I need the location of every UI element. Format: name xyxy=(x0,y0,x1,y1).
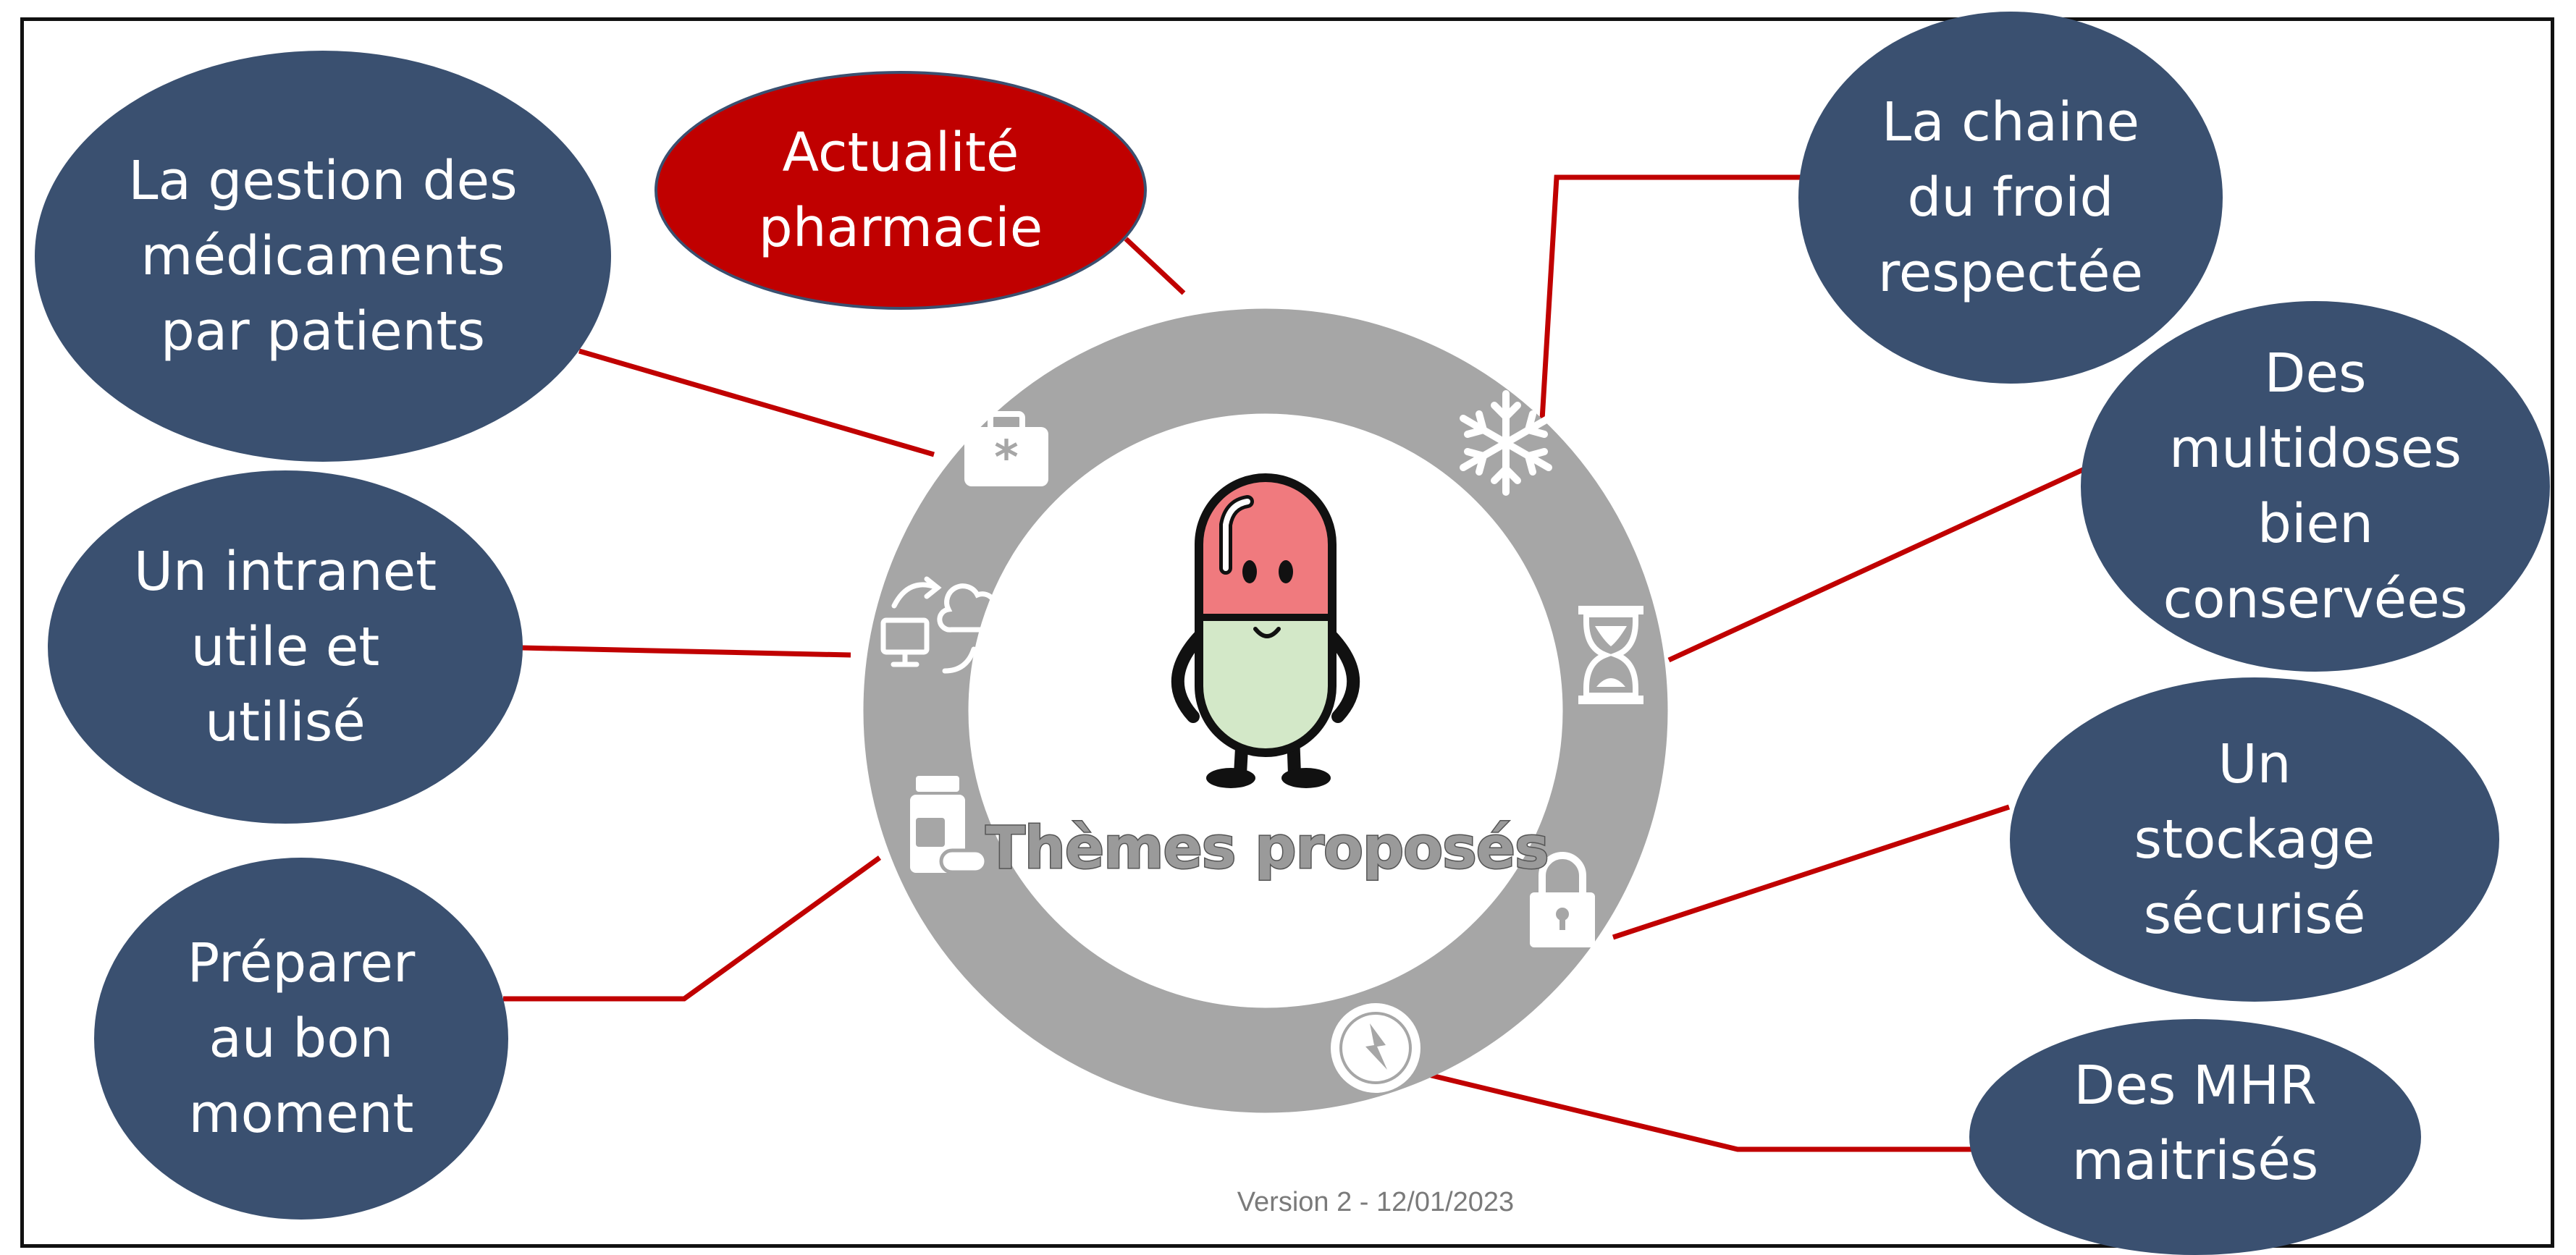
theme-label-line: au bon xyxy=(209,1007,394,1070)
theme-label-line: maitrisés xyxy=(2071,1130,2319,1192)
diagram-canvas: * xyxy=(503,174,2094,1152)
theme-label-line: Actualité xyxy=(782,122,1019,184)
theme-label-line: bien xyxy=(2257,493,2373,555)
theme-label-line: respectée xyxy=(1877,242,2144,304)
theme-label-line: stockage xyxy=(2134,808,2375,871)
theme-label-line: par patients xyxy=(160,300,486,363)
theme-label-line: pharmacie xyxy=(758,197,1043,259)
connector-gestion xyxy=(578,348,935,457)
medical-kit-icon: * xyxy=(964,411,1048,486)
theme-label-line: du froid xyxy=(1907,166,2114,229)
theme-label-line: multidoses xyxy=(2168,418,2462,480)
version-footer: Version 2 - 12/01/2023 xyxy=(1237,1187,1515,1217)
theme-bubble-multidoses: Des multidoses bien conservées xyxy=(2081,301,2550,672)
theme-bubble-mhr: Des MHR maitrisés xyxy=(1969,1019,2421,1255)
theme-label-line: Un intranet xyxy=(133,541,437,603)
padlock-icon xyxy=(1530,852,1595,947)
snowflake-icon xyxy=(1460,390,1552,496)
theme-label-line: Préparer xyxy=(187,932,416,994)
pill-mascot-icon xyxy=(1171,473,1360,788)
hourglass-icon xyxy=(1578,606,1643,704)
connector-preparer xyxy=(503,855,882,1002)
theme-bubble-preparer: Préparer au bon moment xyxy=(94,858,508,1220)
theme-label-line: utilisé xyxy=(205,691,366,753)
pill-bottle-icon xyxy=(910,776,988,874)
center-title: Thèmes proposés xyxy=(985,814,1550,883)
connector-froid xyxy=(1539,174,1803,421)
theme-bubble-gestion: La gestion des médicaments par patients xyxy=(35,51,611,462)
theme-label-line: moment xyxy=(188,1083,414,1145)
connector-intranet xyxy=(521,645,851,658)
themes-ring xyxy=(863,308,1668,1113)
connectors xyxy=(503,174,2094,1152)
theme-label-line: Des xyxy=(2264,342,2367,405)
connector-mhr xyxy=(1422,1070,1973,1152)
theme-label-line: sécurisé xyxy=(2143,884,2366,946)
connector-stockage xyxy=(1612,804,2011,940)
connector-multidoses xyxy=(1667,462,2094,663)
connector-actualite xyxy=(1124,237,1186,295)
theme-label-line: Des MHR xyxy=(2074,1055,2317,1117)
theme-label-line: médicaments xyxy=(140,225,505,287)
high-alert-badge-icon xyxy=(1331,1003,1420,1093)
theme-bubble-froid: La chaine du froid respectée xyxy=(1798,12,2223,384)
theme-label-line: La chaine xyxy=(1881,91,2139,153)
theme-label-line: utile et xyxy=(190,616,380,678)
theme-label-line: La gestion des xyxy=(128,150,518,212)
theme-label-line: Un xyxy=(2218,733,2291,795)
theme-bubble-actualite: Actualité pharmacie xyxy=(654,71,1147,310)
svg-text:*: * xyxy=(994,431,1018,485)
theme-bubble-intranet: Un intranet utile et utilisé xyxy=(48,470,523,824)
sync-cloud-computer-icon xyxy=(880,576,1003,674)
theme-label-line: conservées xyxy=(2163,568,2468,630)
theme-bubble-stockage: Un stockage sécurisé xyxy=(2010,677,2499,1002)
